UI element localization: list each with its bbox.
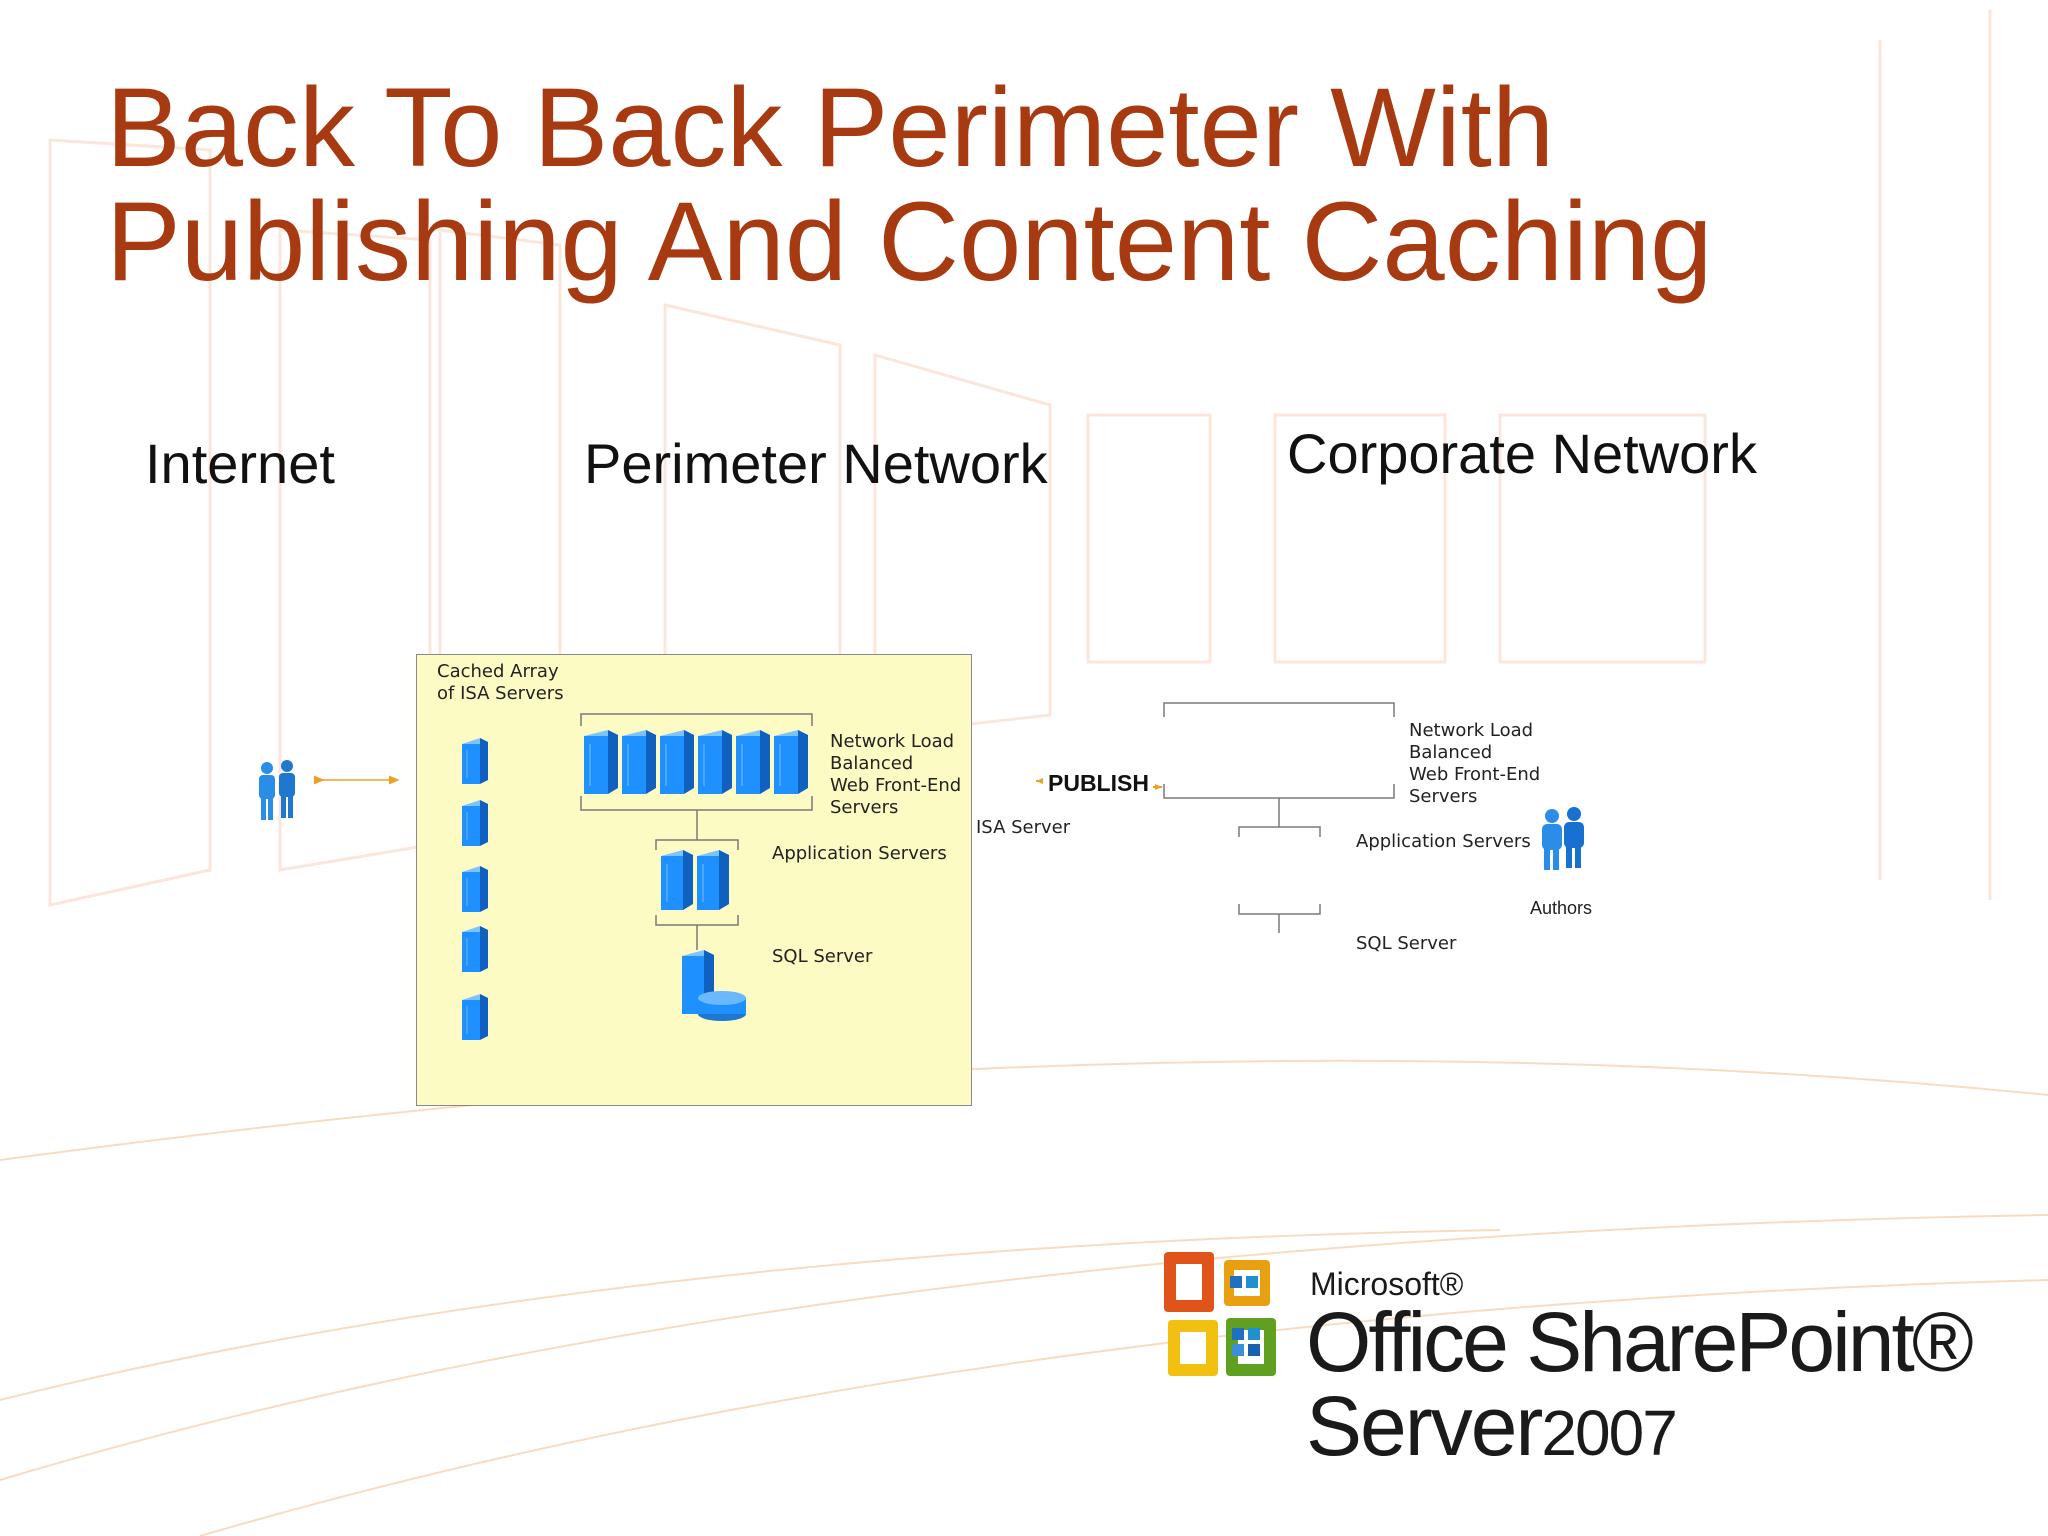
isa-server-icon [462, 866, 488, 912]
zone-label-corporate: Corporate Network [1287, 422, 1757, 485]
perimeter-network-box [416, 654, 972, 1106]
isa-server-icon [462, 738, 488, 784]
logo-brand-text: Microsoft® [1310, 1266, 1464, 1302]
corporate-nlb-label-line2: Balanced [1409, 742, 1493, 763]
sql-server-icon [682, 950, 746, 1021]
isa-server-icon [462, 800, 488, 846]
corporate-nlb-label-line3: Web Front-End [1409, 764, 1541, 785]
publish-label: PUBLISH [1048, 770, 1149, 796]
slide-title-line-1: Back To Back Perimeter With [106, 65, 1555, 190]
cached-array-label-line1: Cached Array [437, 661, 559, 682]
slide-title-line-2: Publishing And Content Caching [106, 179, 1713, 304]
logo-product-line1: Office SharePoint® [1306, 1295, 1974, 1389]
corporate-sql-server-label: SQL Server [1356, 933, 1457, 954]
perimeter-app-servers-label: Application Servers [772, 843, 947, 864]
perimeter-sql-server-label: SQL Server [772, 946, 873, 967]
cached-array-label-line2: of ISA Servers [437, 683, 564, 704]
perimeter-nlb-label-line4: Servers [830, 797, 899, 818]
zone-label-internet: Internet [145, 432, 335, 495]
logo-year-text: 2007 [1541, 1397, 1677, 1469]
isa-server-icon [462, 926, 488, 972]
internet-users-icon [259, 760, 295, 820]
zone-label-perimeter: Perimeter Network [584, 432, 1048, 495]
authors-label: Authors [1530, 898, 1593, 918]
authors-icon [1542, 807, 1584, 870]
logo-product-line2: Server2007 [1306, 1384, 1678, 1469]
logo-server-text: Server [1306, 1379, 1543, 1473]
office-logo-icon [1164, 1252, 1276, 1376]
application-servers-icon [661, 849, 730, 911]
web-front-end-servers-icon [584, 729, 809, 795]
corporate-app-servers-label: Application Servers [1356, 831, 1531, 852]
corporate-nlb-label-line1: Network Load [1409, 720, 1534, 741]
corporate-nlb-label-line4: Servers [1409, 786, 1478, 807]
perimeter-nlb-label-line1: Network Load [830, 731, 955, 752]
isa-server-icon [462, 994, 488, 1040]
perimeter-nlb-label-line3: Web Front-End [830, 775, 962, 796]
perimeter-nlb-label-line2: Balanced [830, 753, 914, 774]
isa-server-label: ISA Server [976, 817, 1071, 838]
